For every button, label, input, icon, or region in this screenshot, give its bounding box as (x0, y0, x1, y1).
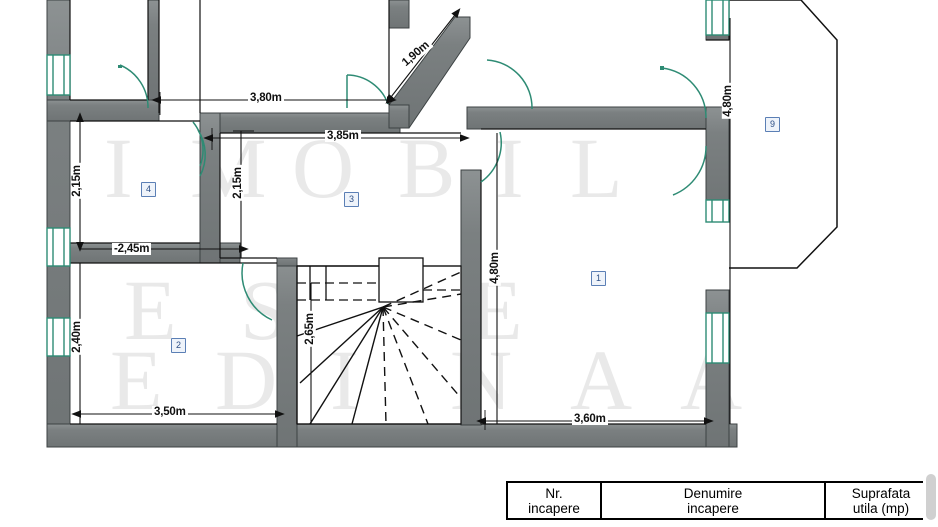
column-header-denumire-incapere: Denumire incapere (600, 480, 826, 521)
wall-entry-vertical-b (388, 104, 410, 129)
wall-entry-vertical (388, 0, 410, 29)
dimension-label-2-15m-mid: 2,15m (231, 165, 244, 201)
room-schedule-table: Nr. incapere Denumire incapere Suprafata… (506, 480, 938, 521)
room-badge-2[interactable]: 2 (171, 338, 186, 353)
column-header-suprafata-line1: Suprafata (851, 486, 911, 501)
vertical-scrollbar-thumb[interactable] (926, 474, 936, 520)
column-header-suprafata-line2: utila (mp) (852, 501, 910, 517)
interior-outlines (69, 0, 730, 425)
window-left-upper (46, 54, 71, 96)
wall-top-right (466, 106, 730, 130)
wall-upper-left-horizontal (46, 99, 160, 122)
wall-exterior-bottom (46, 423, 738, 448)
window-right-upper (705, 0, 730, 36)
walls-group (46, 0, 738, 448)
column-header-nr-line1: Nr. (545, 486, 563, 501)
dimension-label-2-40m: 2,40m (70, 319, 83, 355)
wall-room3-top (199, 112, 401, 134)
stair-landing (378, 257, 424, 303)
door-swing-room1 (480, 131, 502, 183)
dimension-label-2-15m-left: 2,15m (70, 163, 83, 199)
watermark-letter: I (104, 120, 137, 216)
table-header-row: Nr. incapere Denumire incapere Suprafata… (506, 480, 938, 521)
wall-stair-top (276, 257, 298, 267)
door-swing-right-lower (672, 145, 707, 196)
dimension-label-4-80m-mid: 4,80m (488, 250, 501, 286)
door-swing-room9 (661, 67, 707, 119)
dimension-label-3-80m: 3,80m (248, 92, 284, 104)
watermark-letter: E (124, 262, 181, 358)
window-left-mid (46, 227, 71, 267)
watermark-letter: I (495, 120, 528, 216)
watermark-letter: A (570, 332, 637, 428)
wall-stair-left (276, 257, 298, 448)
wall-right-mid (705, 106, 730, 213)
room-badge-4[interactable]: 4 (141, 182, 156, 197)
door-swing-upper-left (119, 64, 149, 109)
staircase-group (296, 257, 462, 425)
dimension-label-3-60m: 3,60m (572, 413, 608, 425)
terrace-room9-outline (729, 0, 838, 269)
wall-upper-left-vertical (147, 0, 160, 101)
dimension-label-3-85m: 3,85m (325, 130, 361, 142)
stair-winder-treads-dashed (382, 271, 462, 425)
column-header-nr-line2: incapere (528, 501, 580, 517)
column-header-denumire-line1: Denumire (683, 486, 743, 501)
room-badge-3[interactable]: 3 (344, 192, 359, 207)
dimension-label-2-45m: -2,45m (112, 243, 152, 255)
door-swing-entry-right (486, 59, 533, 110)
column-header-suprafata-utila: Suprafata utila (mp) (824, 480, 938, 521)
dimension-label-2-65m: 2,65m (303, 311, 316, 347)
dimension-label-4-80m-right: 4,80m (721, 83, 734, 119)
door-swing-room2 (241, 262, 273, 321)
window-right-lower (705, 312, 730, 364)
watermark-letter: L (570, 120, 627, 216)
door-swing-hall-left (192, 121, 204, 167)
watermark-letter: I (330, 332, 363, 428)
column-header-nr-incapere: Nr. incapere (506, 480, 602, 521)
wall-room3-room4-divider (199, 112, 221, 264)
room-badge-9[interactable]: 9 (765, 117, 780, 132)
wall-room1-left (460, 169, 482, 426)
window-left-lower (46, 317, 71, 357)
column-header-denumire-line2: incapere (687, 501, 739, 517)
window-right-mid (705, 199, 730, 223)
windows-group (46, 0, 730, 364)
dimension-lines (71, 8, 731, 430)
dimension-label-3-50m: 3,50m (152, 406, 188, 418)
room-badge-1[interactable]: 1 (591, 271, 606, 286)
